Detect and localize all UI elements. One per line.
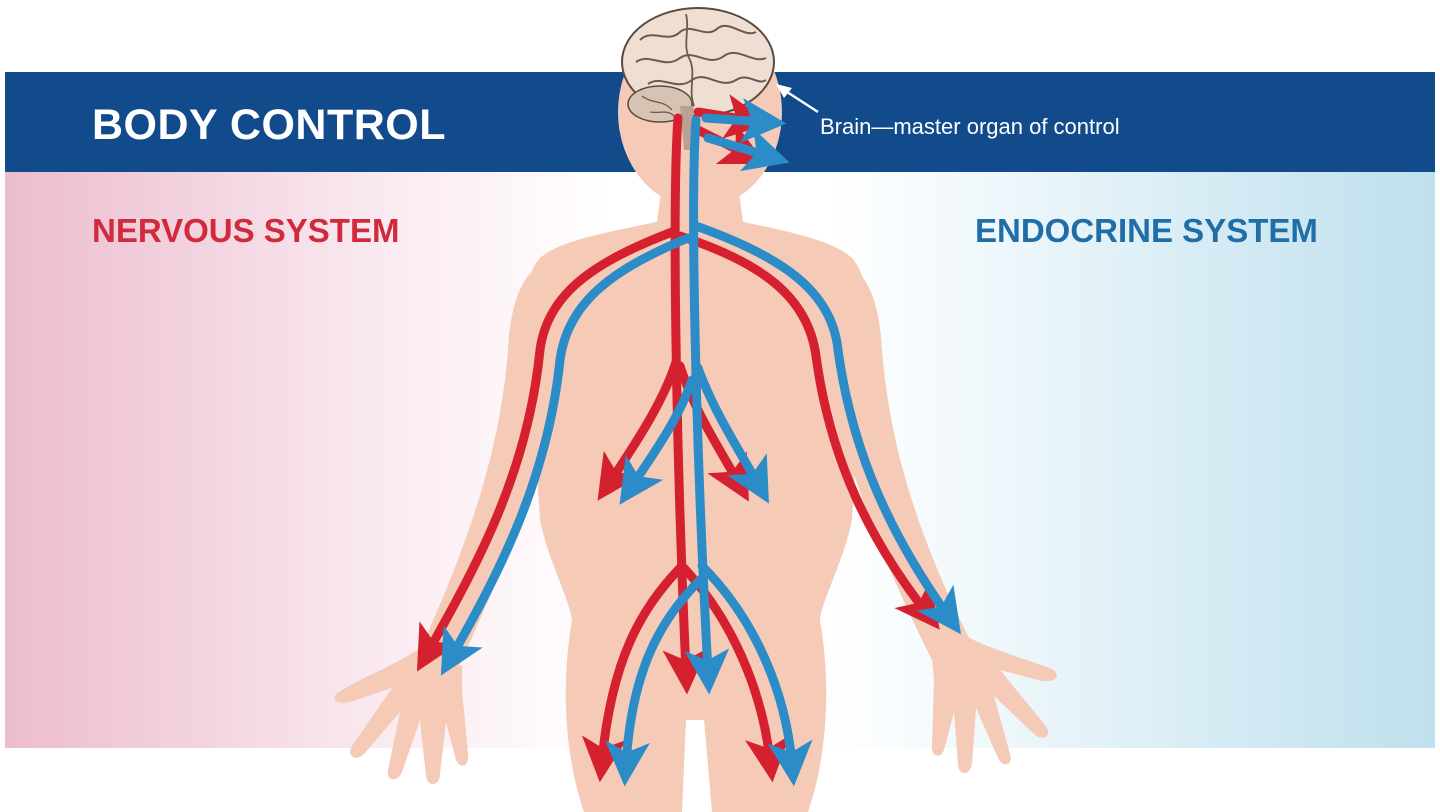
- nervous-arrow-left-leg: [581, 563, 685, 783]
- brain-pointer: [776, 84, 819, 114]
- endocrine-arrow-left-arm: [440, 233, 693, 676]
- nervous-system-label: NERVOUS SYSTEM: [92, 212, 400, 249]
- endocrine-arrow-face-lower: [703, 127, 790, 172]
- brain-icon: [621, 7, 775, 150]
- brain-callout-label: Brain—master organ of control: [820, 114, 1120, 139]
- left-hand-shape: [334, 648, 469, 785]
- page-title: BODY CONTROL: [92, 101, 446, 149]
- endocrine-arrow-left-leg: [604, 575, 705, 787]
- nervous-system-arrows: [416, 94, 940, 783]
- torso-shape: [524, 222, 868, 812]
- endocrine-arrow-face-upper: [701, 98, 787, 143]
- endocrine-arrow-right-leg: [697, 561, 813, 787]
- nervous-arrow-right-arm: [675, 231, 940, 630]
- nervous-arrow-left-abdomen: [597, 357, 681, 501]
- right-hand-shape: [931, 638, 1057, 773]
- nervous-arrow-spine: [662, 113, 708, 695]
- right-arm-shape: [810, 262, 970, 660]
- neck-shape: [656, 170, 744, 230]
- nervous-arrow-left-arm: [416, 227, 677, 672]
- endocrine-arrow-right-abdomen: [693, 363, 769, 504]
- endocrine-system-arrows: [440, 98, 961, 787]
- endocrine-arrow-right-arm: [691, 221, 961, 635]
- endocrine-system-label: ENDOCRINE SYSTEM: [975, 212, 1318, 249]
- endocrine-arrow-left-abdomen: [619, 375, 697, 505]
